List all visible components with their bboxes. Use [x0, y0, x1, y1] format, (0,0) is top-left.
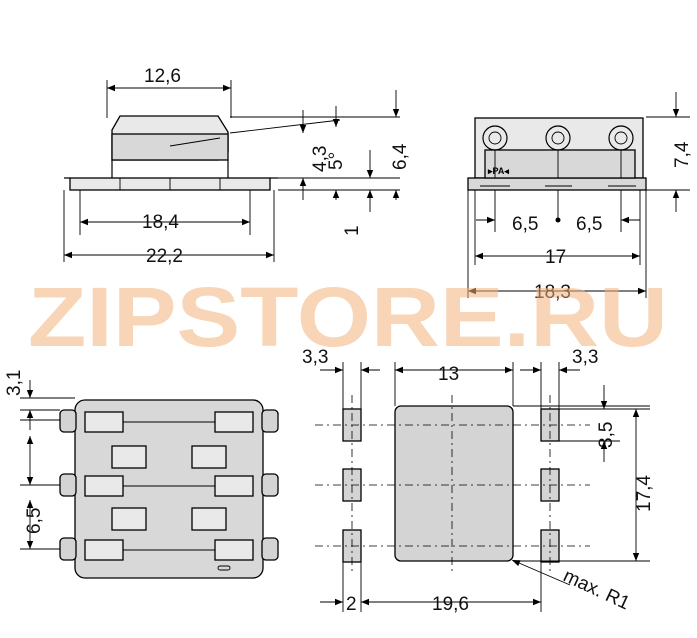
dim-overall-height: 17,4: [634, 475, 655, 512]
dim-pad-size: 2: [346, 594, 357, 615]
dim-angle: 5°: [326, 152, 347, 170]
side-view: 12,6 18,4 22,2 4,3 5° 6,4 1: [63, 66, 411, 267]
dim-pitch-left: 6,5: [512, 214, 538, 235]
dim-pad-width-right: 3,3: [572, 347, 598, 368]
bottom-view-body: [59, 399, 279, 579]
dim-footprint-overall-width: 19,6: [432, 594, 469, 615]
dim-bottom-pitch: 6,5: [24, 508, 45, 534]
dim-pitch-right: 6,5: [576, 214, 602, 235]
front-view-marking: ▸PA◂: [487, 166, 509, 176]
dim-inner-width: 17: [545, 247, 566, 268]
dim-pad-width-left: 3,3: [302, 347, 328, 368]
footprint-view: 3,3 13 3,3 3,5 17,4 2 19,6 max. R1: [302, 347, 655, 615]
dim-outer-width: 18,3: [534, 282, 571, 303]
bottom-view: 3,1 6,5: [4, 370, 279, 579]
dim-height-b: 6,4: [390, 143, 411, 170]
dim-pad-height: 3,5: [596, 422, 617, 448]
footprint-dimensions: [320, 362, 650, 612]
dim-height-a: 4,3: [310, 146, 331, 172]
dim-center-width: 13: [438, 364, 459, 385]
bottom-view-dimensions: [20, 380, 75, 550]
watermark: ZIPSTORE.RU: [28, 270, 668, 364]
side-view-dimensions: [63, 80, 400, 262]
footprint-geometry: [315, 395, 590, 572]
dim-top-offset: 3,1: [4, 370, 25, 396]
front-view-body: ▸PA◂: [467, 117, 647, 191]
dim-base-width: 18,4: [142, 212, 179, 233]
front-view-dimensions: [467, 92, 690, 298]
side-view-body: [64, 115, 278, 191]
dim-top-width: 12,6: [144, 66, 181, 87]
dim-corner-radius: max. R1: [560, 565, 633, 614]
dim-overall-width: 22,2: [146, 246, 183, 267]
dim-front-height: 7,4: [672, 141, 693, 168]
dim-base-thickness: 1: [342, 225, 363, 236]
front-view: ▸PA◂ 7,4 6,5 6,5 17 18,3: [467, 92, 693, 303]
